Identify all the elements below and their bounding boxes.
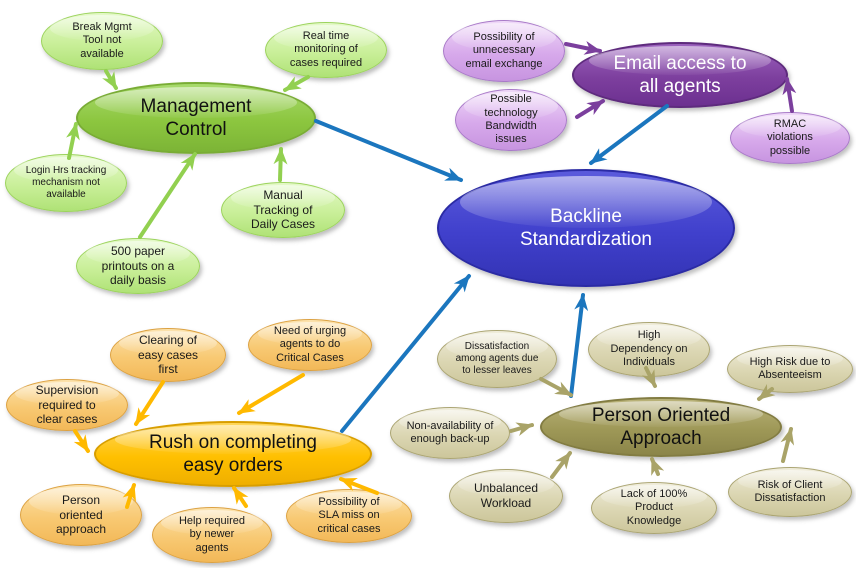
satellite-unbalanced-workload[interactable]: Unbalanced Workload: [449, 469, 563, 523]
node-email-access[interactable]: Email access to all agents: [572, 42, 788, 108]
node-rush-easy-orders[interactable]: Rush on completing easy orders: [94, 421, 372, 487]
arrow-clearing-to-rush: [134, 380, 165, 426]
arrow-500-paper-to-management: [138, 152, 197, 239]
satellite-dissatisfaction-leaves[interactable]: Dissatisfaction among agents due to less…: [437, 330, 557, 388]
satellite-risk-client-dissatisfaction[interactable]: Risk of Client Dissatisfaction: [728, 467, 852, 517]
satellite-manual-tracking[interactable]: Manual Tracking of Daily Cases: [221, 182, 345, 238]
satellite-technology-bandwidth[interactable]: Possible technology Bandwidth issues: [455, 89, 567, 151]
arrow-break-mgmt-to-management: [102, 69, 118, 90]
arrow-dissatisfaction-to-person: [539, 377, 573, 397]
satellite-label: Dissatisfaction among agents due to less…: [455, 340, 539, 377]
satellite-break-mgmt-tool[interactable]: Break Mgmt Tool not available: [41, 12, 163, 70]
satellite-login-hrs-tracking[interactable]: Login Hrs tracking mechanism not availab…: [5, 154, 127, 212]
satellite-label: Possible technology Bandwidth issues: [484, 93, 538, 146]
arrow-unbalanced-to-person: [550, 451, 572, 479]
arrow-management-to-backline: [314, 119, 463, 182]
satellite-label: RMAC violations possible: [767, 117, 813, 157]
satellite-label: Non-availability of enough back-up: [406, 419, 494, 445]
arrow-person-oriented-to-backline: [569, 293, 589, 398]
satellite-clearing-easy-cases[interactable]: Clearing of easy cases first: [110, 328, 226, 382]
satellite-lack-product-knowledge[interactable]: Lack of 100% Product Knowledge: [591, 482, 717, 534]
satellite-label: Lack of 100% Product Knowledge: [620, 487, 688, 527]
satellite-unnecessary-email-exchange[interactable]: Possibility of unnecessary email exchang…: [443, 20, 565, 82]
node-label: Email access to all agents: [613, 52, 747, 97]
satellite-label: Possibility of unnecessary email exchang…: [465, 30, 543, 70]
arrow-need-urging-to-rush: [237, 373, 305, 415]
satellite-real-time-monitoring[interactable]: Real time monitoring of cases required: [265, 22, 387, 78]
satellite-rmac-violations[interactable]: RMAC violations possible: [730, 112, 850, 164]
satellite-need-urging-agents[interactable]: Need of urging agents to do Critical Cas…: [248, 319, 372, 371]
arrow-lack-product-to-person: [650, 457, 665, 476]
arrow-manual-tracking-to-management: [273, 147, 288, 182]
satellite-help-required-newer[interactable]: Help required by newer agents: [152, 507, 272, 563]
satellite-label: Risk of Client Dissatisfaction: [754, 478, 826, 504]
satellite-supervision-required[interactable]: Supervision required to clear cases: [6, 379, 128, 431]
satellite-label: Possibility of SLA miss on critical case…: [317, 495, 381, 535]
satellite-sla-miss[interactable]: Possibility of SLA miss on critical case…: [286, 489, 412, 543]
arrow-real-time-to-management: [283, 75, 310, 92]
arrow-login-hrs-to-management: [66, 122, 80, 160]
satellite-label: Need of urging agents to do Critical Cas…: [273, 324, 347, 364]
satellite-label: Clearing of easy cases first: [137, 333, 199, 377]
arrow-risk-client-to-person: [780, 427, 795, 463]
arrow-unnecessary-email-to-email: [564, 41, 602, 55]
satellite-500-paper-printouts[interactable]: 500 paper printouts on a daily basis: [76, 238, 200, 294]
satellite-high-dependency[interactable]: High Dependency on Individuals: [588, 322, 710, 377]
satellite-label: Person oriented approach: [55, 493, 107, 537]
satellite-label: Break Mgmt Tool not available: [72, 20, 132, 60]
satellite-label: Manual Tracking of Daily Cases: [250, 188, 316, 232]
satellite-label: High Dependency on Individuals: [610, 329, 688, 369]
node-label: Management Control: [140, 95, 252, 140]
satellite-label: Unbalanced Workload: [473, 481, 539, 510]
node-label: Person Oriented Approach: [591, 404, 731, 449]
node-label: Backline Standardization: [519, 205, 653, 250]
satellite-person-oriented[interactable]: Person oriented approach: [20, 484, 142, 546]
node-management-control[interactable]: Management Control: [76, 82, 316, 154]
satellite-high-risk-absenteeism[interactable]: High Risk due to Absenteeism: [727, 345, 853, 393]
node-label: Rush on completing easy orders: [149, 431, 317, 476]
arrow-non-availability-to-person: [509, 422, 534, 436]
arrow-help-required-to-rush: [232, 486, 249, 508]
node-backline-standardization[interactable]: Backline Standardization: [437, 169, 735, 287]
node-person-oriented-approach[interactable]: Person Oriented Approach: [540, 397, 782, 457]
arrow-email-to-backline: [589, 104, 669, 165]
arrow-rmac-to-email: [782, 77, 797, 113]
arrow-supervision-to-rush: [73, 429, 90, 453]
satellite-non-availability-backup[interactable]: Non-availability of enough back-up: [390, 407, 510, 459]
satellite-label: 500 paper printouts on a daily basis: [101, 244, 175, 288]
satellite-label: Real time monitoring of cases required: [289, 29, 363, 69]
satellite-label: High Risk due to Absenteeism: [749, 355, 831, 381]
satellite-label: Help required by newer agents: [178, 514, 246, 554]
arrow-technology-to-email: [575, 99, 605, 119]
satellite-label: Supervision required to clear cases: [35, 383, 99, 427]
satellite-label: Login Hrs tracking mechanism not availab…: [25, 164, 107, 201]
